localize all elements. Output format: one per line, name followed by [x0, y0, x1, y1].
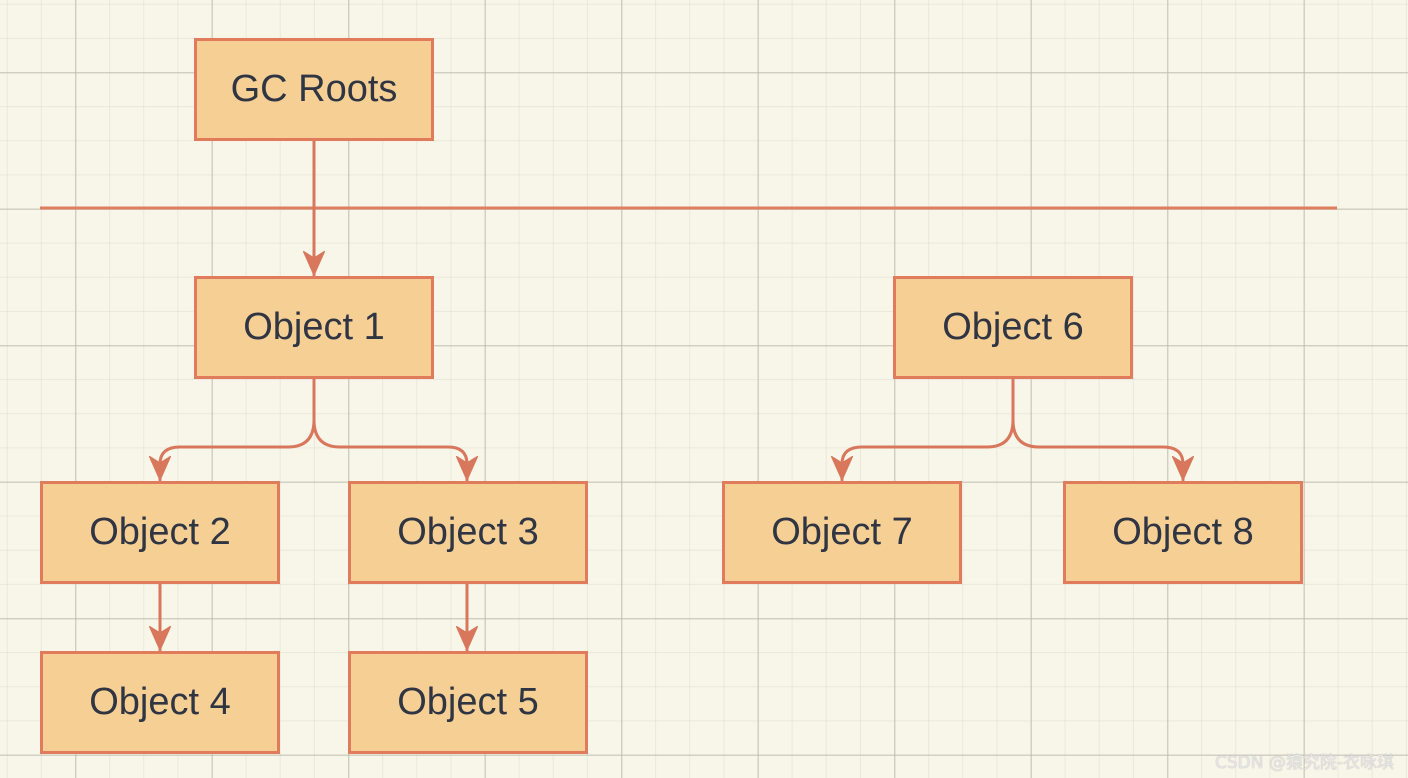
node-object-3: Object 3: [348, 481, 588, 584]
node-label: Object 4: [89, 681, 231, 723]
watermark-text: CSDN @猿究院-衣咏琪: [1214, 753, 1394, 773]
edge-object-1-to-object-2: [148, 377, 316, 482]
node-label: Object 8: [1112, 511, 1254, 553]
edge-object-6-to-object-7: [830, 377, 1015, 482]
node-label: Object 5: [397, 681, 539, 723]
node-object-2: Object 2: [40, 481, 280, 584]
node-label: Object 6: [942, 306, 1084, 348]
node-object-8: Object 8: [1063, 481, 1303, 584]
node-object-5: Object 5: [348, 651, 588, 754]
node-label: Object 7: [771, 511, 913, 553]
edge-object-6-to-object-8: [1011, 418, 1195, 482]
node-object-7: Object 7: [722, 481, 962, 584]
node-label: Object 2: [89, 511, 231, 553]
node-object-4: Object 4: [40, 651, 280, 754]
node-gc-roots: GC Roots: [194, 38, 434, 141]
edge-object-1-to-object-3: [312, 418, 479, 482]
node-object-6: Object 6: [893, 276, 1133, 379]
node-label: GC Roots: [230, 68, 398, 110]
node-object-1: Object 1: [194, 276, 434, 379]
node-label: Object 3: [397, 511, 539, 553]
node-label: Object 1: [243, 306, 385, 348]
